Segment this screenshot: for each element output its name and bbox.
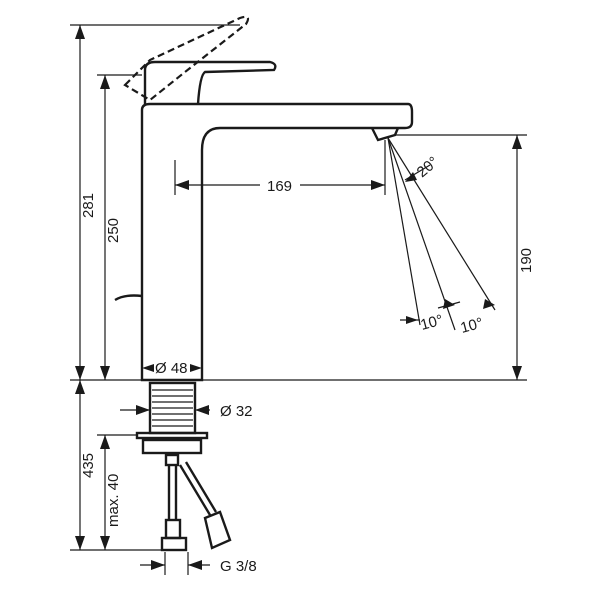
dimension-lines	[70, 24, 527, 575]
dim-d48: Ø 48	[155, 360, 188, 377]
hoses	[160, 461, 232, 552]
dim-250: 250	[105, 218, 122, 243]
dim-169: 169	[267, 178, 292, 195]
dim-10deg-left: 10°	[419, 312, 445, 334]
dim-10deg-right: 10°	[459, 315, 485, 337]
dim-max40: max. 40	[105, 474, 122, 527]
dim-435: 435	[80, 453, 97, 478]
faucet-body	[114, 15, 414, 382]
dim-g38: G 3/8	[220, 558, 257, 575]
dim-20deg: 20°	[414, 153, 442, 181]
dim-190: 190	[518, 248, 535, 273]
dim-281: 281	[80, 193, 97, 218]
shank	[135, 381, 209, 467]
dim-d32: Ø 32	[220, 403, 253, 420]
